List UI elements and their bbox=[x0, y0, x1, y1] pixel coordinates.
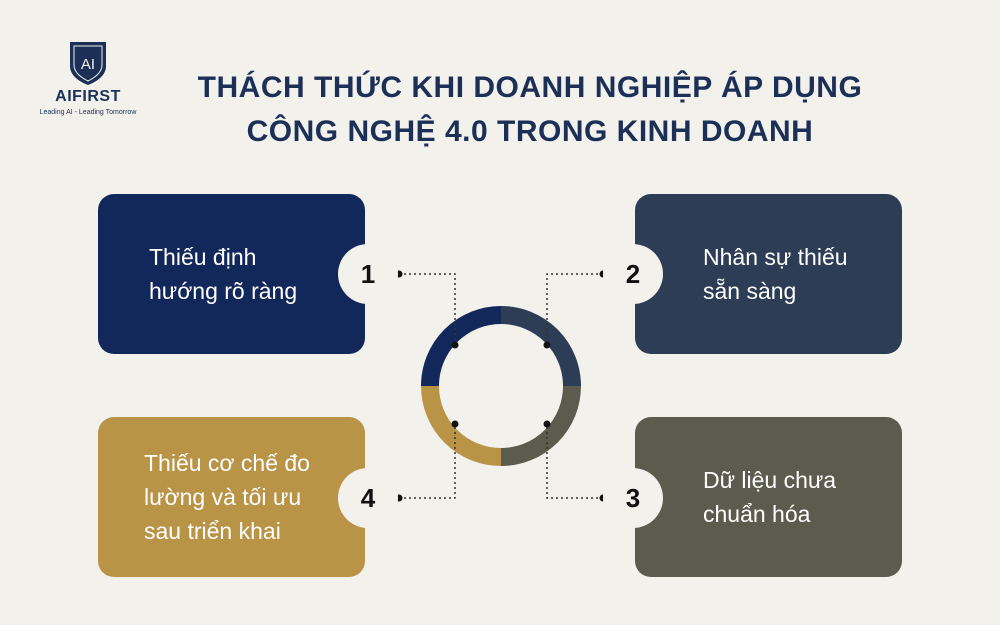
card-text-line: Thiếu định bbox=[149, 244, 257, 270]
card-text-line: lường và tối ưu bbox=[144, 484, 302, 510]
challenge-card-1: Thiếu định hướng rõ ràng bbox=[98, 194, 365, 354]
connector-dot bbox=[451, 341, 459, 349]
number-badge-1: 1 bbox=[338, 244, 398, 304]
card-text-line: chuẩn hóa bbox=[703, 501, 811, 527]
brand-tagline: Leading AI - Leading Tomorrow bbox=[39, 109, 137, 116]
card-text: Thiếu định hướng rõ ràng bbox=[149, 240, 297, 308]
brand-name: AIFIRST bbox=[55, 88, 121, 105]
connector-1 bbox=[399, 273, 456, 345]
connector-dot bbox=[451, 420, 459, 428]
ring-segment-3 bbox=[500, 385, 581, 466]
card-text-line: sau triển khai bbox=[144, 518, 281, 544]
card-text: Dữ liệu chưa chuẩn hóa bbox=[703, 463, 836, 531]
card-text-line: Dữ liệu chưa bbox=[703, 467, 837, 493]
connector-2 bbox=[546, 273, 603, 345]
page-title: THÁCH THỨC KHI DOANH NGHIỆP ÁP DỤNG CÔNG… bbox=[180, 66, 880, 154]
connector-dot bbox=[543, 341, 551, 349]
ring-segment-4 bbox=[421, 385, 502, 466]
card-text: Nhân sự thiếu sẵn sàng bbox=[703, 240, 848, 308]
connector-3 bbox=[546, 424, 603, 499]
ring-segment-2 bbox=[500, 306, 581, 387]
card-text-line: Nhân sự thiếu bbox=[703, 244, 848, 270]
shield-logo-icon: AI bbox=[70, 42, 106, 85]
connector-4 bbox=[399, 424, 456, 499]
brand-logo: AI AIFIRST Leading AI - Leading Tomorrow bbox=[28, 38, 148, 116]
card-text-line: Thiếu cơ chế đo bbox=[144, 450, 310, 476]
challenge-card-2: Nhân sự thiếu sẵn sàng bbox=[635, 194, 902, 354]
title-line-2: CÔNG NGHỆ 4.0 TRONG KINH DOANH bbox=[246, 115, 814, 148]
number-badge-4: 4 bbox=[338, 468, 398, 528]
logo-mark: AI bbox=[81, 56, 95, 73]
card-text: Thiếu cơ chế đo lường và tối ưu sau triể… bbox=[144, 446, 310, 548]
card-text-line: hướng rõ ràng bbox=[149, 278, 298, 304]
number-badge-2: 2 bbox=[603, 244, 663, 304]
ring-segment-1 bbox=[421, 306, 502, 387]
challenge-card-4: Thiếu cơ chế đo lường và tối ưu sau triể… bbox=[98, 417, 365, 577]
card-text-line: sẵn sàng bbox=[703, 278, 797, 304]
challenge-card-3: Dữ liệu chưa chuẩn hóa bbox=[635, 417, 902, 577]
connector-dot bbox=[543, 420, 551, 428]
title-line-1: THÁCH THỨC KHI DOANH NGHIỆP ÁP DỤNG bbox=[197, 71, 863, 104]
number-badge-3: 3 bbox=[603, 468, 663, 528]
